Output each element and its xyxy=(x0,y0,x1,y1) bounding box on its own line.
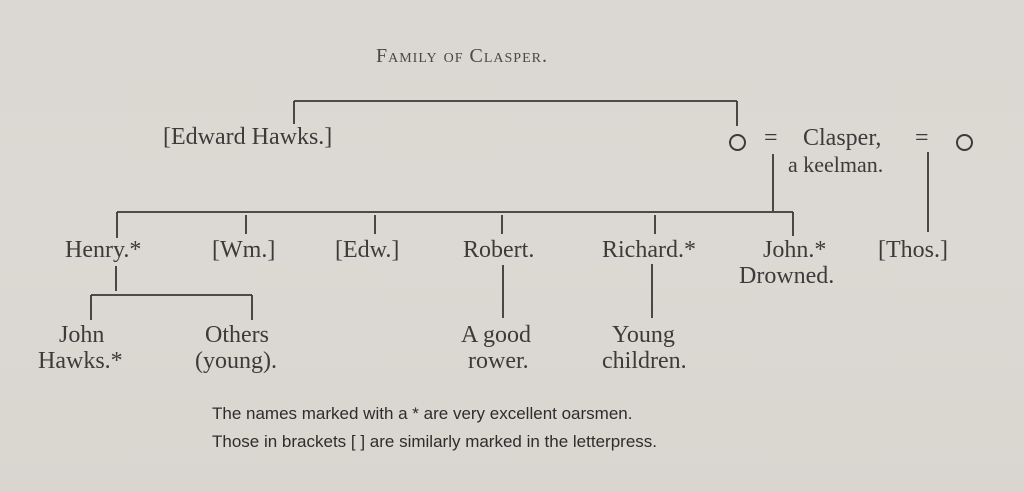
robert-child-line2: rower. xyxy=(468,348,529,374)
richard-child-line1: Young xyxy=(612,322,675,348)
others-young-line1: Others xyxy=(205,322,269,348)
person-john-hawks-line2: Hawks.* xyxy=(38,348,123,374)
robert-child-line1: A good xyxy=(461,322,532,348)
unnamed-mother-circle-icon xyxy=(729,134,746,151)
clasper-occupation: a keelman. xyxy=(788,152,884,177)
unnamed-second-wife-circle-icon xyxy=(956,134,973,151)
person-edw: [Edw.] xyxy=(335,237,400,263)
person-wm: [Wm.] xyxy=(212,237,276,263)
person-edward-hawks: [Edward Hawks.] xyxy=(163,124,333,150)
person-john: John.* xyxy=(763,237,827,263)
footnote-brackets: Those in brackets [ ] are similarly mark… xyxy=(212,432,657,451)
person-clasper: Clasper, xyxy=(803,125,882,151)
richard-child-line2: children. xyxy=(602,348,687,374)
person-thos: [Thos.] xyxy=(878,237,948,263)
others-young-line2: (young). xyxy=(195,348,277,374)
person-richard: Richard.* xyxy=(602,237,696,263)
marriage-equals-sign: = xyxy=(764,125,778,151)
person-robert: Robert. xyxy=(463,237,535,263)
second-marriage-equals-sign: = xyxy=(915,125,929,151)
person-henry: Henry.* xyxy=(65,237,142,263)
john-note-drowned: Drowned. xyxy=(739,263,835,289)
chart-title: Family of Clasper. xyxy=(376,45,548,67)
person-john-hawks-line1: John xyxy=(59,322,105,348)
footnote-asterisk: The names marked with a * are very excel… xyxy=(212,404,633,423)
